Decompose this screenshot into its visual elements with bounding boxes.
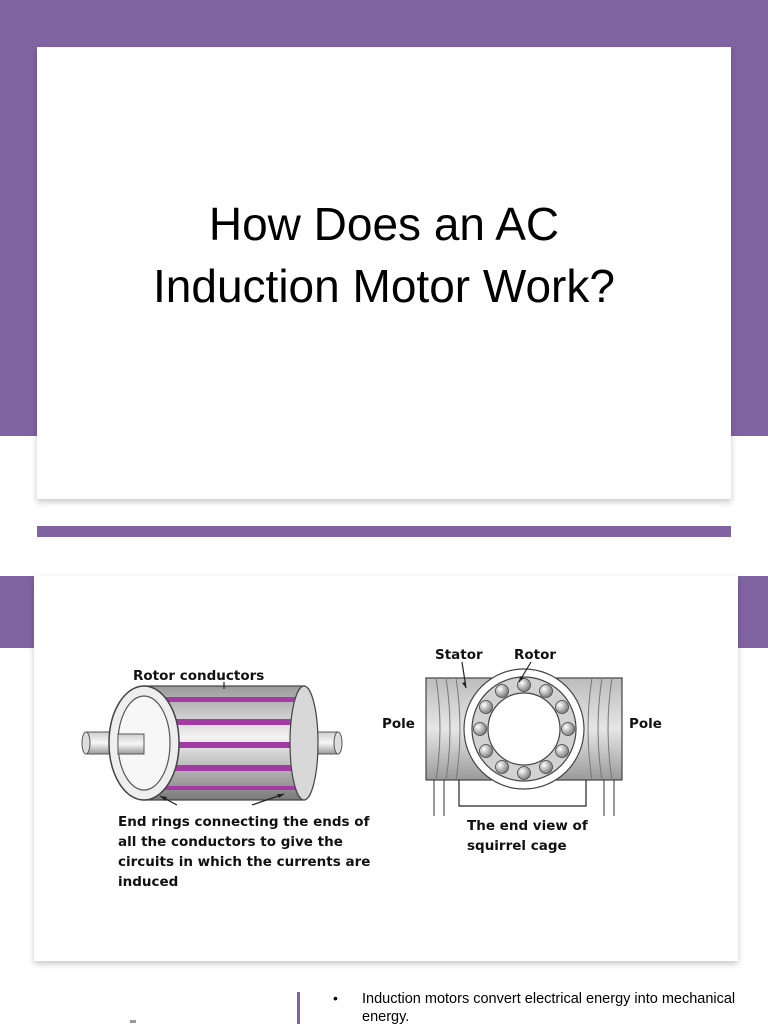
squirrel-cage-end-view [425,661,623,816]
slide-divider-bar [37,526,731,537]
title-slide: How Does an AC Induction Motor Work? [37,47,731,499]
slide3-accent-line [297,992,300,1024]
diagram-slide: Rotor conductors End rings connecting th… [34,576,738,961]
conductor-bar [144,719,304,725]
induction-motor-diagram [81,661,623,816]
bullet-point: • [333,990,338,1006]
slide3-marker [130,1020,136,1023]
rotor-conductors-label: Rotor conductors [133,668,265,684]
slide-title: How Does an AC Induction Motor Work? [153,198,615,312]
end-rings-label: End rings connecting the ends of all the… [118,814,371,890]
conductor-bar [144,697,304,702]
pole-right-label: Pole [629,716,662,732]
right-accent-band [738,576,768,648]
conductor-bar [144,742,304,748]
rotor-cylinder [81,685,343,801]
end-view-label: The end view of squirrel cage [467,818,588,854]
conductor-bar [144,786,304,790]
left-accent-band [0,576,34,648]
stator-label: Stator [435,647,483,663]
rotor-label: Rotor [514,647,557,663]
bullet-text: Induction motors convert electrical ener… [362,991,736,1025]
pole-left-label: Pole [382,716,415,732]
conductor-bar [144,765,304,771]
